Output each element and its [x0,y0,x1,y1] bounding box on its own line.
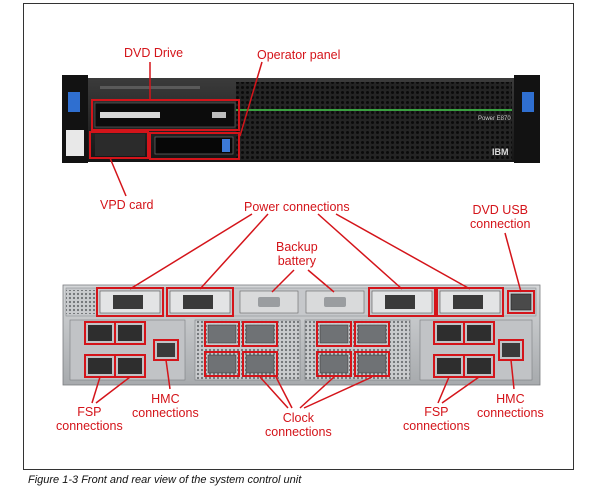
front-right-ear [514,75,540,163]
vpd-card-leader [109,157,127,197]
clock-left-callout-1 [204,321,240,347]
operator-panel-label: Operator panel [257,48,341,62]
hmc-left-label-line1: HMC [151,392,180,406]
backup-battery-right [305,290,365,314]
fsp-left-callout-2 [114,321,146,345]
clock-left-callout-2 [242,321,278,347]
power-supply-1 [99,290,161,314]
backup-battery-label-line1: Backup [276,240,318,254]
front-brand-label: Power E870 [478,116,511,122]
fsp-right-label: FSP connections [403,405,470,433]
power-supply-3 [371,290,433,314]
fsp-right-callout-2 [463,321,495,345]
clock-right-callout-2 [354,321,390,347]
clock-connections-label: Clock connections [265,411,332,439]
fsp-right-label-line2: connections [403,419,470,433]
figure-caption: Figure 1-3 Front and rear view of the sy… [28,474,302,486]
rear-view [62,213,541,409]
hmc-right-label-line1: HMC [496,392,525,406]
front-right-blue-tab [522,92,534,112]
fsp-ports-left [88,325,142,374]
power-supply-1-callout [96,287,164,317]
vpd-card-callout-box [89,131,149,159]
power-supply-4 [439,290,501,314]
operator-panel-callout-box [149,132,240,160]
backup-battery-label: Backup battery [276,240,318,268]
fsp-ports-right [437,325,491,374]
hmc-right-label-line2: connections [477,406,544,420]
hmc-port-left [157,343,175,357]
ibm-logo: IBM [492,147,509,157]
hmc-right-label: HMC connections [477,392,544,420]
hmc-port-right [502,343,520,357]
backup-battery-label-line2: battery [277,254,316,268]
front-mesh [236,82,512,160]
power-connections-label: Power connections [244,200,350,214]
power-supply-2 [169,290,231,314]
operator-panel-leader [239,61,263,137]
operator-panel-display [154,136,234,155]
dvd-usb-label: DVD USB connection [470,203,530,231]
front-left-label [66,130,84,156]
clock-right-callout-4 [354,351,390,377]
dvd-eject-button [212,112,226,118]
dvd-drive-tray [100,112,160,118]
vpd-card-bay [95,134,145,156]
clock-left-callout-3 [204,351,240,377]
front-view: Power E870 IBM [62,61,540,197]
clock-right-callout-1 [316,321,352,347]
hmc-left-label-line2: connections [132,406,199,420]
dvd-usb-port [510,293,532,311]
rear-leader-lines [91,213,522,409]
clock-ports [207,324,387,374]
operator-panel-button [222,139,230,152]
clock-label-line2: connections [265,425,332,439]
vpd-card-label: VPD card [100,198,154,212]
power-supply-4-callout [436,287,504,317]
system-control-unit-illustration: Power E870 IBM [62,61,541,409]
fsp-left-label: FSP connections [56,405,123,433]
fsp-left-label-line1: FSP [77,405,102,419]
fsp-right-label-line1: FSP [424,405,449,419]
front-left-blue-tab [68,92,80,112]
clock-label-line1: Clock [282,411,314,425]
dvd-usb-label-line2: connection [470,217,531,231]
rear-left-mesh [66,290,96,314]
hmc-left-label: HMC connections [132,392,199,420]
dvd-drive-label: DVD Drive [124,46,184,60]
fsp-left-label-line2: connections [56,419,123,433]
clock-right-callout-3 [316,351,352,377]
clock-left-callout-4 [242,351,278,377]
backup-battery-left [239,290,299,314]
dvd-drive-callout-box [91,99,240,131]
dvd-usb-label-line1: DVD USB [472,203,529,217]
